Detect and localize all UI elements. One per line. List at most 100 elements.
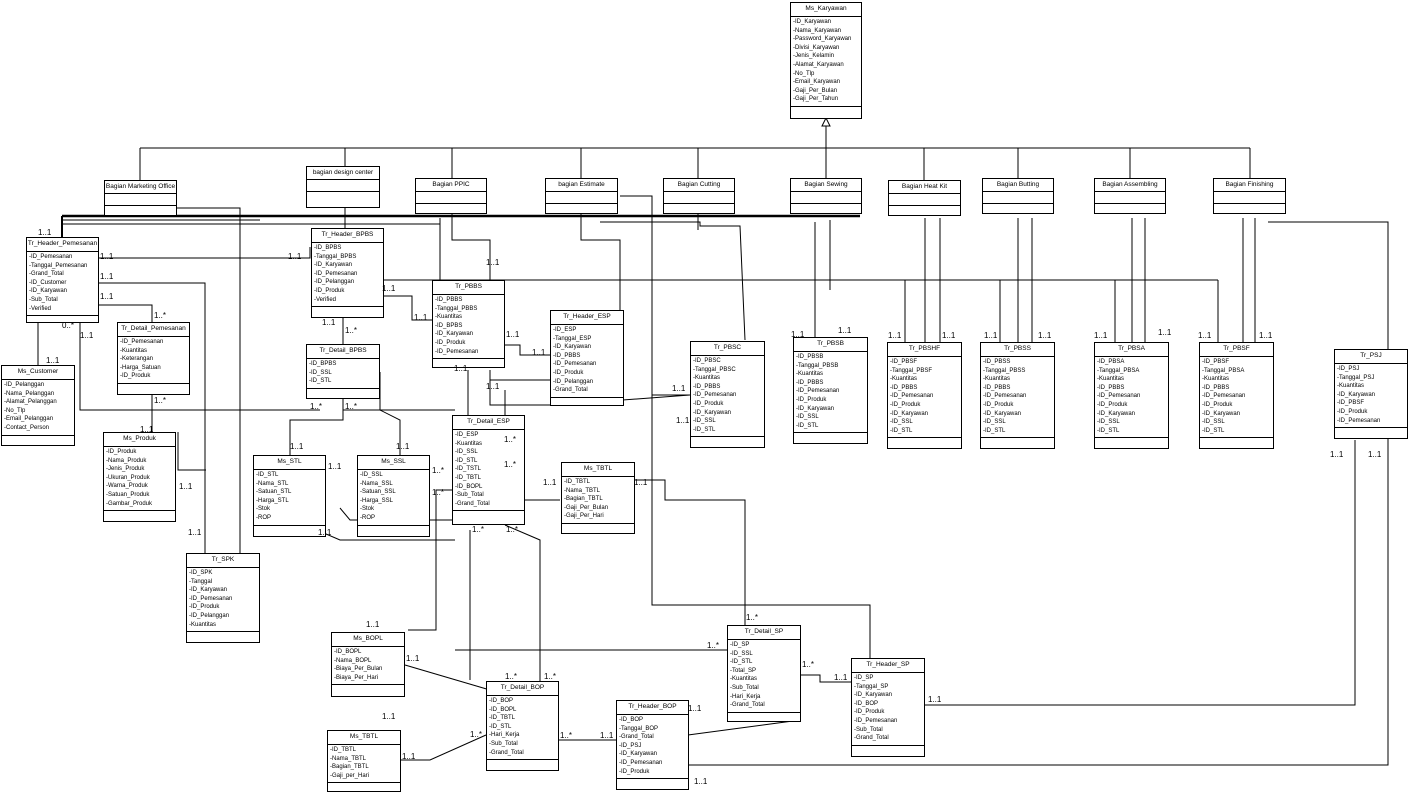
attribute: -Grand_Total <box>730 702 765 709</box>
attribute-list: -ID_PBBS-Tanggal_PBBS-Kuantitas-ID_BPBS-… <box>433 295 504 360</box>
class-tr-pbbs: Tr_PBBS -ID_PBBS-Tanggal_PBBS-Kuantitas-… <box>432 280 505 368</box>
class-tr-pbsb: Tr_PBSB -ID_PBSB-Tanggal_PBSB-Kuantitas-… <box>793 337 868 444</box>
attribute: -Grand_Total <box>29 271 64 278</box>
multiplicity-label: 1..1 <box>140 425 154 434</box>
multiplicity-label: 1..1 <box>676 416 690 425</box>
attribute: -Satuan_Produk <box>106 491 150 498</box>
multiplicity-label: 1..1 <box>486 258 500 267</box>
class-title: Tr_Header_BOP <box>617 701 688 715</box>
attribute: -Tanggal_Pemesanan <box>29 262 88 269</box>
attribute: -Grand_Total <box>854 735 889 742</box>
attribute: -ID_Pemesanan <box>890 393 934 400</box>
multiplicity-label: 1..1 <box>984 331 998 340</box>
attribute: -Gaji_Per_Hari <box>564 513 604 520</box>
attribute: -Password_Karyawan <box>793 36 852 43</box>
attribute-list: -ID_PBSA-Tanggal_PBSA-Kuantitas-ID_PBBS-… <box>1095 357 1168 439</box>
multiplicity-label: 1..1 <box>382 284 396 293</box>
class-ms-karyawan: Ms_Karyawan -ID_Karyawan-Nama_Karyawan-P… <box>790 2 862 119</box>
attribute: -ID_SSL <box>1097 419 1120 426</box>
multiplicity-label: 1..1 <box>396 442 410 451</box>
attribute: -Tanggal <box>189 578 213 585</box>
class-ms-bopl: Ms_BOPL -ID_BOPL-Nama_BOPL-Biaya_Per_Bul… <box>331 632 405 697</box>
attribute: -ID_Pemesanan <box>619 759 663 766</box>
multiplicity-label: 1..* <box>154 311 167 320</box>
attribute-list: -ID_PBSF-Tanggal_PBSF-Kuantitas-ID_PBBS-… <box>888 357 961 439</box>
attribute: -ID_STL <box>1097 427 1120 434</box>
multiplicity-label: 1..1 <box>600 731 614 740</box>
attribute: -Gaji_per_Hari <box>330 772 370 779</box>
multiplicity-label: 1..1 <box>100 252 114 261</box>
class-title: Tr_Header_SP <box>852 659 924 673</box>
attribute: -ID_Pemesanan <box>314 270 358 277</box>
attribute: -ID_BOPL <box>334 649 362 655</box>
attribute: -ID_PBBS <box>693 383 721 390</box>
multiplicity-label: 1..1 <box>290 442 304 451</box>
attribute: -Sub_Total <box>489 740 518 747</box>
class-title: Bagian Cutting <box>664 179 734 192</box>
attribute: -ID_SPK <box>189 570 213 576</box>
attribute-list: -ID_TBTL-Nama_TBTL-Bagian_TBTL-Gaji_Per_… <box>562 477 634 524</box>
class-title: bagian Estimate <box>546 179 617 192</box>
class-title: Tr_PBSHF <box>888 343 961 357</box>
attribute: -ID_Pemesanan <box>1097 393 1141 400</box>
attribute: -Biaya_Per_Bulan <box>334 666 383 673</box>
class-tr-detail-pemesanan: Tr_Detail_Pemesanan -ID_Pemesanan-Kuanti… <box>117 322 190 395</box>
attribute: -No_Tlp <box>793 70 815 77</box>
attribute: -ID_PBBS <box>796 379 824 386</box>
class-title: Tr_PBSS <box>981 343 1054 357</box>
attribute: -Sub_Total <box>455 492 484 499</box>
attribute: -Alamat_Pelanggan <box>4 399 57 406</box>
attribute: -ID_Produk <box>314 287 345 294</box>
class-title: Tr_Header_BPBS <box>312 229 383 243</box>
attribute: -ID_PBSF <box>1202 359 1230 365</box>
attribute: -ID_TSTL <box>455 466 482 473</box>
attribute: -Warna_Produk <box>106 483 148 490</box>
attribute: -ID_SSL <box>796 414 819 421</box>
multiplicity-label: 1..1 <box>834 673 848 682</box>
multiplicity-label: 1..1 <box>100 292 114 301</box>
class-tr-pbsf: Tr_PBSF -ID_PBSF-Tanggal_PBSA-Kuantitas-… <box>1199 342 1274 449</box>
attribute: -Kuantitas <box>983 376 1011 383</box>
class-title: bagian design center <box>307 167 379 180</box>
attribute: -Gaji_Per_Bulan <box>793 87 838 94</box>
class-title: Bagian Sewing <box>791 179 861 192</box>
multiplicity-label: 1..* <box>345 402 358 411</box>
attribute: -ID_PSJ <box>1337 366 1360 372</box>
multiplicity-label: 1..1 <box>328 462 342 471</box>
multiplicity-label: 1..1 <box>688 704 702 713</box>
multiplicity-label: 1..* <box>432 488 445 497</box>
class-title: Ms_Karyawan <box>791 3 861 17</box>
attribute: -ID_Pemesanan <box>189 595 233 602</box>
attribute: -ID_STL <box>730 659 753 666</box>
attribute: -Bagian_TBTL <box>330 764 369 771</box>
multiplicity-label: 1..* <box>504 460 517 469</box>
attribute: -ID_PBSF <box>1337 400 1365 407</box>
class-title: Tr_PBSA <box>1095 343 1168 357</box>
attribute: -Tanggal_ESP <box>553 335 592 342</box>
attribute: -ID_Karyawan <box>553 344 592 351</box>
attribute: -Jenis_Produk <box>106 466 145 473</box>
multiplicity-label: 1..* <box>707 641 720 650</box>
attribute: -Contact_Person <box>4 424 50 431</box>
attribute: -ID_Karyawan <box>1337 391 1376 398</box>
multiplicity-label: 1..* <box>470 730 483 739</box>
attribute: -ID_PBBS <box>435 297 463 303</box>
multiplicity-label: 1..* <box>544 672 557 681</box>
attribute: -Tanggal_BOP <box>619 725 659 732</box>
attribute: -Gaji_Per_Bulan <box>564 504 609 511</box>
attribute: -Sub_Total <box>730 684 759 691</box>
attribute: -Ukuran_Produk <box>106 474 150 481</box>
attribute: -Total_SP <box>730 667 757 674</box>
multiplicity-label: 1..* <box>310 402 323 411</box>
class-title: Ms_Produk <box>104 433 175 447</box>
class-ms-customer: Ms_Customer -ID_Pelanggan-Nama_Pelanggan… <box>1 365 75 446</box>
attribute: -Harga_STL <box>256 497 289 504</box>
class-tr-detail-sp: Tr_Detail_SP -ID_SP-ID_SSL-ID_STL-Total_… <box>727 625 801 722</box>
attribute: -Verified <box>314 296 337 303</box>
attribute: -ID_Karyawan <box>890 410 929 417</box>
multiplicity-label: 1..1 <box>46 356 60 365</box>
attribute: -ROP <box>360 514 375 521</box>
attribute: -Nama_STL <box>256 480 289 487</box>
attribute: -ID_TBTL <box>455 474 482 481</box>
